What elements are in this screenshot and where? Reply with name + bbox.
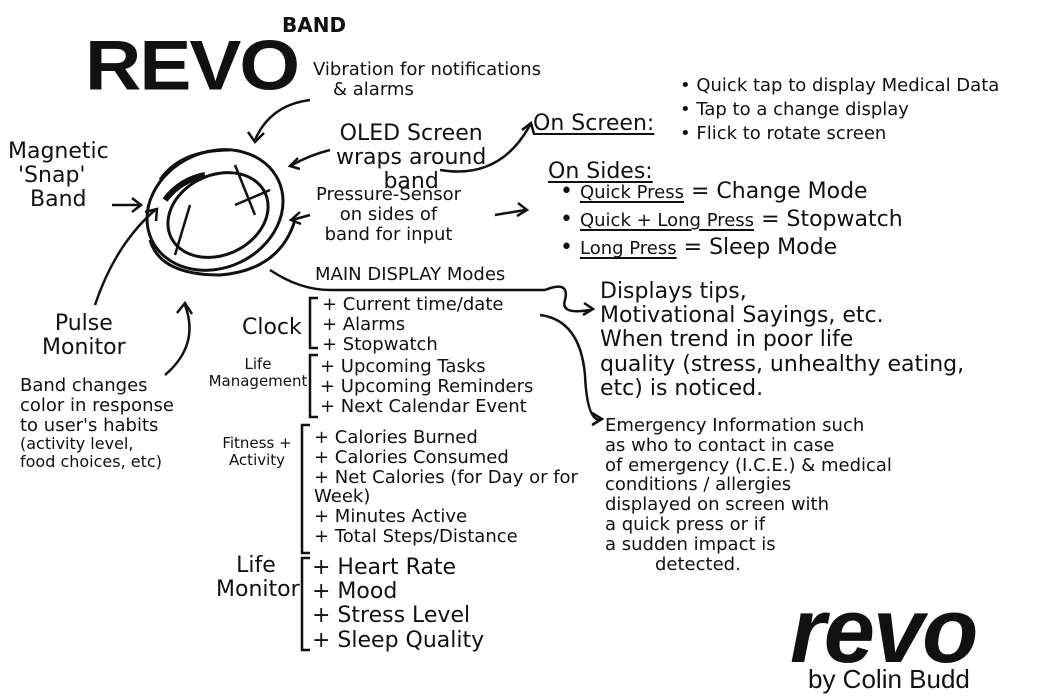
on-sides-title: On Sides: [548, 159, 653, 184]
main-display-modes-title: MAIN DISPLAY Modes [315, 264, 506, 285]
mode-item: + Net Calories (for Day or for Week) [314, 466, 578, 508]
group-items-clock: + Current time/date + Alarms + Stopwatch [322, 295, 503, 354]
mode-brackets [300, 296, 318, 652]
mode-item: + Mood [312, 579, 398, 605]
band-sketch [145, 148, 297, 277]
on-screen-item: • Flick to rotate screen [680, 122, 887, 144]
group-items-fitness: + Calories Burned + Calories Consumed + … [314, 428, 584, 547]
mode-item: + Heart Rate [312, 555, 457, 580]
on-screen-list: • Quick tap to display Medical Data • Ta… [680, 76, 1000, 143]
group-items-life-management: + Upcoming Tasks + Upcoming Reminders + … [320, 357, 533, 416]
group-label-life-monitor: Life Monitor [216, 553, 300, 603]
on-sides-item: • Quick + Long Press = Stopwatch [560, 207, 903, 233]
mode-item: + Upcoming Reminders [320, 375, 534, 397]
mode-item: + Minutes Active [314, 506, 468, 528]
color-change-label: Band changes color in response to user's… [20, 375, 174, 471]
pressure-sensor-label: Pressure-Sensor on sides of band for inp… [316, 184, 462, 245]
mode-item: + Total Steps/Distance [314, 525, 518, 547]
mode-item: + Calories Consumed [314, 446, 509, 468]
tips-note: Displays tips, Motivational Sayings, etc… [600, 279, 965, 401]
on-screen-item: • Quick tap to display Medical Data [680, 75, 1000, 96]
mode-item: + Alarms [322, 313, 406, 335]
group-label-life-management: Life Management [208, 355, 308, 390]
revo-logo-bottom: revo [790, 580, 978, 682]
on-sides-item: • Quick Press = Change Mode [560, 179, 868, 204]
author-credit: by Colin Budd [808, 664, 970, 694]
revo-logo-top: REVO [85, 25, 300, 105]
group-label-clock: Clock [242, 315, 302, 340]
on-sides-list: • Quick Press = Change Mode • Quick + Lo… [560, 176, 1040, 261]
on-screen-title: On Screen: [533, 111, 655, 136]
mode-item: + Calories Burned [314, 427, 478, 448]
magnetic-band-label: Magnetic 'Snap' Band [8, 139, 109, 213]
oled-screen-label: OLED Screen wraps around band [336, 121, 487, 195]
mode-item: + Upcoming Tasks [320, 356, 486, 377]
group-items-life-monitor: + Heart Rate + Mood + Stress Level + Sle… [312, 555, 485, 653]
vibration-label: Vibration for notifications & alarms [313, 59, 542, 100]
on-sides-item: • Long Press = Sleep Mode [560, 235, 838, 261]
group-label-fitness: Fitness + Activity [222, 434, 292, 469]
mode-item: + Sleep Quality [312, 627, 485, 653]
pulse-monitor-label: Pulse Monitor [42, 311, 126, 361]
mode-item: + Stopwatch [322, 333, 438, 355]
on-screen-item: • Tap to a change display [680, 98, 909, 120]
annotation-arrows [93, 98, 605, 427]
mode-item: + Next Calendar Event [320, 395, 527, 417]
emergency-note: Emergency Information such as who to con… [605, 415, 892, 575]
mode-item: + Current time/date [322, 294, 504, 315]
logo-band-label: BAND [282, 13, 347, 37]
mode-item: + Stress Level [312, 603, 471, 629]
